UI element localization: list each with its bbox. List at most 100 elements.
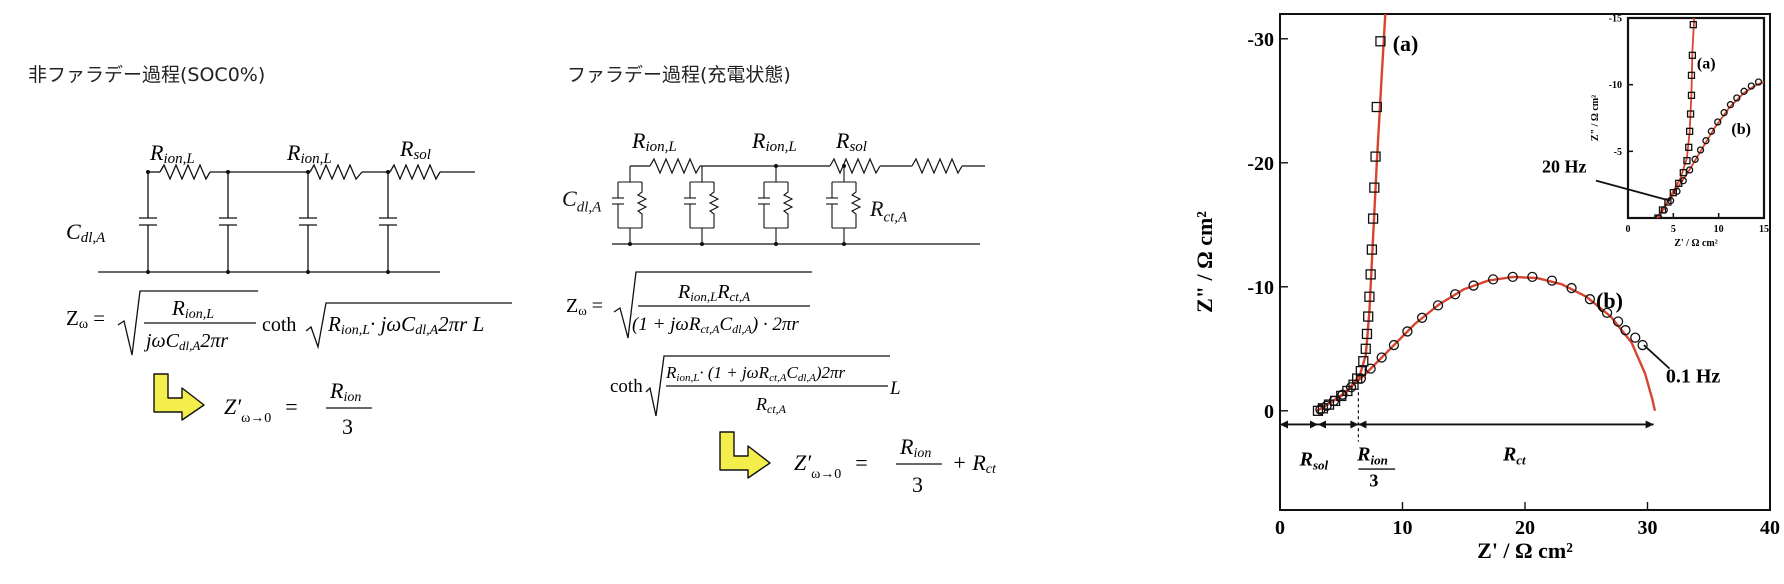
inset-point-a (1686, 127, 1694, 135)
main-point-b (1637, 339, 1648, 351)
svg-text:Rion,L· (1 + jωRct,ACdl,A)2πr: Rion,L· (1 + jωRct,ACdl,A)2πr (665, 363, 846, 384)
left-panel: 非ファラデー過程(SOC0%) Cdl,A Rion,L Rion,L (0, 0, 540, 579)
main-point-b (1337, 389, 1348, 400)
inset-y-tick-label: -5 (1614, 147, 1622, 158)
middle-panel: ファラデー過程(充電状態) (540, 0, 1060, 579)
inset-point-b (1733, 94, 1741, 102)
main-point-b (1376, 352, 1387, 363)
middle-limit-equation: Z′ω→0= Rion 3 + Rct (794, 434, 997, 497)
svg-text:Rion: Rion (899, 434, 931, 461)
left-capacitor-2 (219, 172, 237, 272)
inset-y-axis-label: Z" / Ω cm² (1590, 95, 1601, 141)
main-series-b-label: (b) (1596, 288, 1623, 313)
main-point-a (1367, 213, 1379, 224)
inset-point-b (1726, 101, 1735, 109)
inset-point-a (1687, 91, 1696, 99)
inset-point-b (1686, 166, 1694, 174)
inset-point-b (1702, 137, 1710, 145)
main-point-b (1388, 339, 1400, 351)
inset-series-a-label: (a) (1697, 56, 1716, 73)
middle-arrow-icon (719, 431, 771, 479)
svg-text:3: 3 (912, 472, 923, 497)
inset-point-a (1689, 21, 1697, 29)
svg-text:coth: coth (610, 376, 643, 397)
inset-x-tick-label: 0 (1626, 224, 1631, 235)
inset-point-a (1679, 169, 1687, 177)
main-freq-label: 0.1 Hz (1666, 365, 1721, 387)
svg-text:Rion,L: Rion,L (171, 296, 214, 322)
main-rct-arrow-head-left (1358, 420, 1367, 429)
svg-text:Rion: Rion (329, 378, 361, 405)
middle-rc-cell-3 (758, 166, 794, 244)
left-circuit-diagram: Cdl,A Rion,L Rion,L Rsol (66, 136, 475, 274)
middle-rc-cell-2 (684, 166, 720, 244)
main-point-a (1370, 151, 1381, 162)
main-point-b (1355, 373, 1367, 384)
main-point-a (1355, 365, 1367, 377)
left-limit-equation: Z′ω→0= Rion 3 (224, 378, 372, 439)
inset-point-b (1747, 82, 1755, 90)
inset-point-b (1740, 87, 1748, 95)
main-point-b (1365, 363, 1376, 374)
inset-x-tick-label: 10 (1714, 224, 1724, 235)
middle-cdl-label: Cdl,A (562, 186, 602, 216)
main-x-axis-label: Z' / Ω cm² (1477, 538, 1573, 563)
main-point-a (1375, 36, 1386, 47)
main-rion-denominator: 3 (1369, 470, 1378, 490)
inset-point-a (1687, 71, 1696, 79)
inset-point-a (1688, 51, 1697, 59)
main-point-b (1612, 316, 1624, 327)
main-point-b (1487, 274, 1499, 285)
main-point-a (1361, 328, 1373, 340)
main-rion-arrow-head-right (1350, 420, 1359, 429)
left-heading: 非ファラデー過程(SOC0%) (28, 64, 266, 86)
svg-text:Rct,A: Rct,A (755, 394, 787, 416)
inset-plot-area (1654, 18, 1764, 218)
left-rion-label-2: Rion,L (286, 140, 332, 167)
main-point-b (1584, 294, 1596, 305)
main-fit-line-b (1318, 275, 1657, 412)
svg-text:Z′ω→0=: Z′ω→0= (794, 450, 868, 482)
inset-point-a (1669, 189, 1677, 197)
svg-text:(1 + jωRct,ACdl,A) · 2πr: (1 + jωRct,ACdl,A) · 2πr (632, 314, 799, 336)
inset-x-axis-label: Z' / Ω cm² (1674, 238, 1718, 249)
main-rsol-arrow-head-left (1280, 420, 1288, 429)
main-point-a (1364, 291, 1375, 302)
main-rsol-label: Rsol (1299, 448, 1329, 472)
main-point-b (1468, 280, 1479, 291)
svg-text:coth: coth (262, 314, 296, 336)
svg-text:Zω =: Zω = (66, 306, 105, 332)
inset-point-b (1660, 206, 1668, 214)
inset-freq-label: 20 Hz (1542, 157, 1587, 177)
middle-rc-cell-4 (826, 166, 862, 244)
main-x-tick-label: 0 (1275, 517, 1285, 539)
main-point-b (1416, 312, 1428, 323)
main-y-tick-label: -10 (1247, 277, 1274, 299)
inset-x-tick-label: 5 (1671, 224, 1676, 235)
left-arrow-icon (153, 373, 205, 421)
svg-text:Zω =: Zω = (566, 295, 603, 318)
main-point-a (1348, 379, 1359, 390)
main-point-b (1566, 282, 1577, 294)
inset-point-a (1685, 143, 1693, 151)
main-plot-area (1312, 14, 1657, 416)
middle-impedance-equation: Zω = Rion,LRct,A (1 + jωRct,ACdl,A) · 2π… (566, 271, 812, 339)
middle-rion-label-1: Rion,L (631, 128, 677, 155)
middle-heading: ファラデー過程(充電状態) (567, 64, 791, 86)
main-x-tick-label: 40 (1760, 517, 1780, 539)
left-capacitor-1 (139, 172, 157, 272)
main-point-b (1527, 271, 1538, 283)
main-y-tick-label: -30 (1247, 29, 1274, 51)
middle-rsol-label: Rsol (835, 128, 867, 155)
main-freq-pointer (1643, 344, 1671, 370)
main-point-b (1450, 289, 1461, 300)
inset-point-a (1686, 110, 1695, 118)
left-capacitor-4 (379, 172, 397, 272)
main-x-tick-label: 20 (1515, 517, 1535, 539)
svg-text:+ Rct: + Rct (952, 450, 997, 477)
svg-text:jωCdl,A2πr: jωCdl,A2πr (143, 330, 228, 353)
main-point-b (1630, 332, 1641, 343)
middle-rc-cell-1 (612, 166, 648, 244)
